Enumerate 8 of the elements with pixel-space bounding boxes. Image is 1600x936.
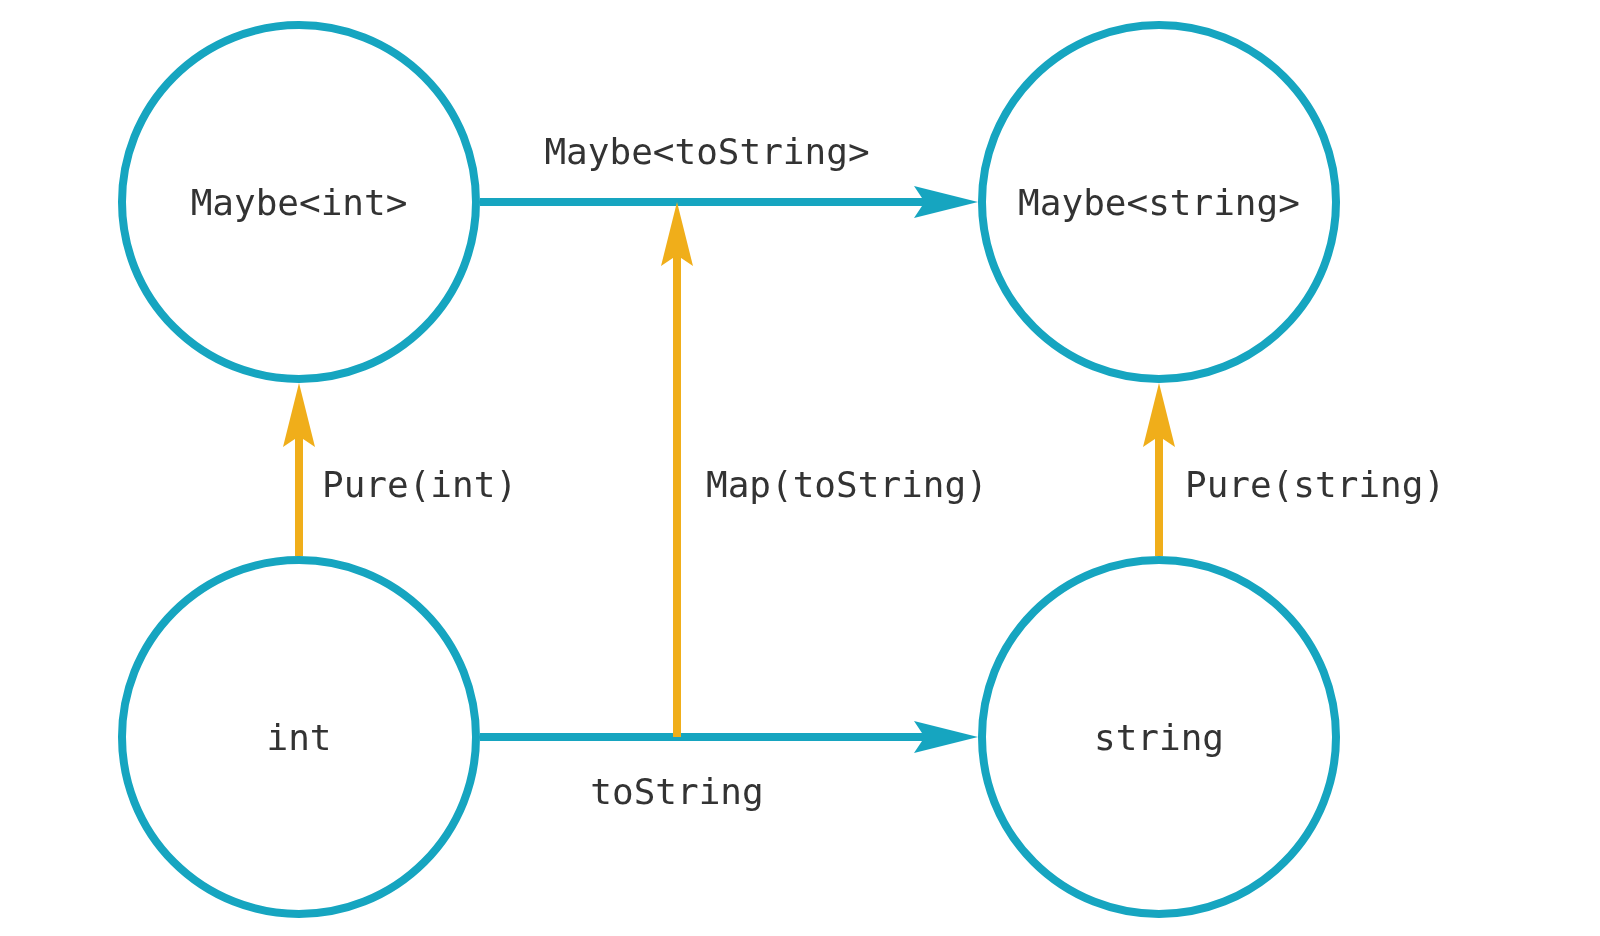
arrow <box>283 383 315 556</box>
arrow <box>480 721 978 753</box>
node-label: Maybe<int> <box>190 181 408 223</box>
node-label: Maybe<string> <box>1018 181 1300 223</box>
arrow <box>480 186 978 218</box>
arrow <box>1143 383 1175 556</box>
node-label: int <box>266 716 332 758</box>
node-label: string <box>1093 716 1224 758</box>
